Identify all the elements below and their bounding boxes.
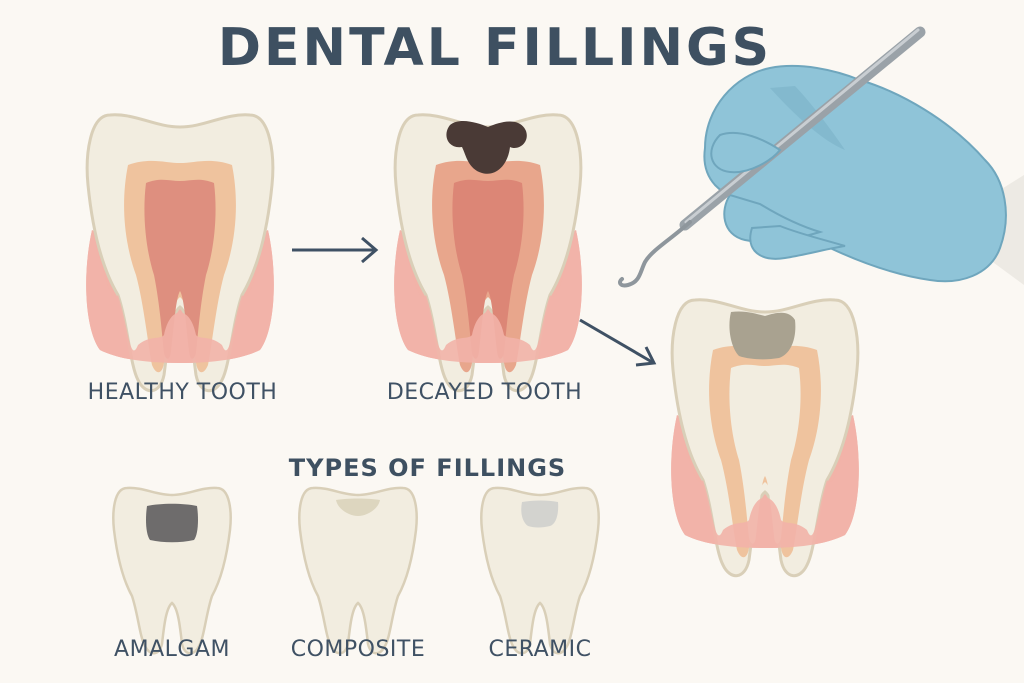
decayed-tooth-illustration <box>393 113 583 393</box>
explorer-tip <box>618 220 692 288</box>
composite-label: COMPOSITE <box>290 637 426 662</box>
ceramic-filling <box>521 500 559 528</box>
ceramic-label: CERAMIC <box>488 637 592 662</box>
healthy-tooth-illustration <box>85 113 275 393</box>
gum-front <box>671 415 859 548</box>
healthy-tooth-label: HEALTHY TOOTH <box>87 380 278 405</box>
ceramic-tooth-illustration <box>480 486 600 655</box>
decay-cavity <box>446 121 527 174</box>
gloved-hand-with-explorer <box>618 26 1024 288</box>
page-title: DENTAL FILLINGS <box>217 18 773 78</box>
amalgam-tooth-illustration <box>112 486 232 655</box>
composite-filling <box>336 498 380 516</box>
composite-tooth-illustration <box>298 486 418 655</box>
arrow-healthy-to-decayed <box>292 236 379 264</box>
arrow-decayed-to-filled <box>579 318 657 367</box>
decayed-tooth-label: DECAYED TOOTH <box>386 380 583 405</box>
amalgam-label: AMALGAM <box>114 637 230 662</box>
glove-finger <box>749 224 846 260</box>
types-of-fillings-heading: TYPES OF FILLINGS <box>288 454 567 482</box>
explorer-highlight <box>684 28 920 224</box>
filled-tooth-illustration <box>670 298 860 578</box>
explorer-handle <box>679 26 926 231</box>
gum-front <box>86 230 274 363</box>
glove-thumb <box>710 131 782 174</box>
amalgam-filling <box>146 503 198 543</box>
gum-front <box>394 230 582 363</box>
filling <box>729 311 796 360</box>
